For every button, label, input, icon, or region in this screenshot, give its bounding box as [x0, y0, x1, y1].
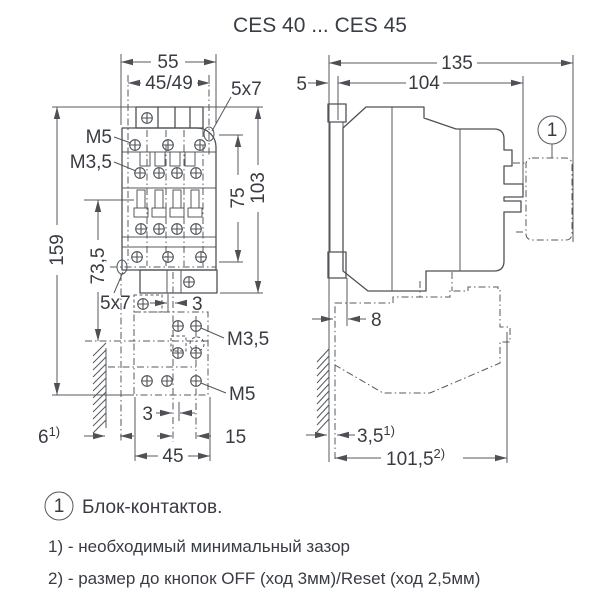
- wall-hatch-front: [92, 342, 107, 434]
- legend-callout-1-number: 1: [54, 496, 65, 517]
- wall-hatch-side: [316, 55, 330, 462]
- slot-5x7-bottom-label: 5x7: [100, 293, 131, 314]
- legend: 1 Блок-контактов. 1) - необходимый миним…: [44, 491, 480, 588]
- front-view-dimensions: 55 45/49 5x7 M5 M3,5 159 73,5 5x7 75: [38, 52, 269, 467]
- drawing-title: CES 40 ... CES 45: [233, 14, 407, 37]
- side-view-dimensions: 135 104 5 8 3,51) 101,52): [296, 53, 574, 470]
- thread-m35-top-label: M3,5: [70, 152, 112, 173]
- dim-3-5-label: 3,51): [357, 423, 395, 447]
- dim-75-label: 75: [228, 187, 249, 208]
- dim-45-label: 45: [162, 446, 183, 467]
- dim-135-label: 135: [441, 53, 473, 74]
- dim-3-bottom-label: 3: [142, 404, 153, 425]
- thread-m35-bottom-label: M3,5: [227, 329, 269, 350]
- dim-73-5-label: 73,5: [88, 248, 109, 285]
- front-view-mounting-plan: [133, 294, 209, 396]
- thread-m5-bottom-label: M5: [229, 384, 255, 405]
- aux-contact-block: 1: [513, 115, 573, 241]
- dim-3-top-label: 3: [192, 294, 203, 315]
- legend-note-1: 1) - необходимый минимальный зазор: [48, 537, 350, 556]
- callout-1-number: 1: [547, 120, 558, 141]
- front-view-screws: [129, 112, 207, 288]
- legend-note-2: 2) - размер до кнопок OFF (ход 3мм)/Rese…: [48, 569, 480, 588]
- dim-5-label: 5: [296, 74, 307, 95]
- side-view-clearance-outline: [334, 272, 511, 462]
- dim-103-label: 103: [248, 172, 269, 204]
- legend-callout-text: Блок-контактов.: [82, 497, 222, 518]
- dim-6-label: 61): [38, 424, 60, 448]
- fixing-slot-top-icon: [203, 126, 215, 142]
- thread-m5-top-label: M5: [86, 127, 112, 148]
- dim-101-5-label: 101,52): [386, 446, 445, 470]
- legend-callout-1-circle: [44, 491, 74, 521]
- dim-159-label: 159: [47, 234, 68, 266]
- dim-8-label: 8: [371, 310, 382, 331]
- dim-55-label: 55: [157, 52, 178, 73]
- slot-5x7-top-label: 5x7: [231, 79, 262, 100]
- dim-15-label: 15: [225, 427, 246, 448]
- dim-45-49-label: 45/49: [145, 73, 193, 94]
- dim-104-label: 104: [408, 73, 440, 94]
- side-view-body: [327, 103, 524, 292]
